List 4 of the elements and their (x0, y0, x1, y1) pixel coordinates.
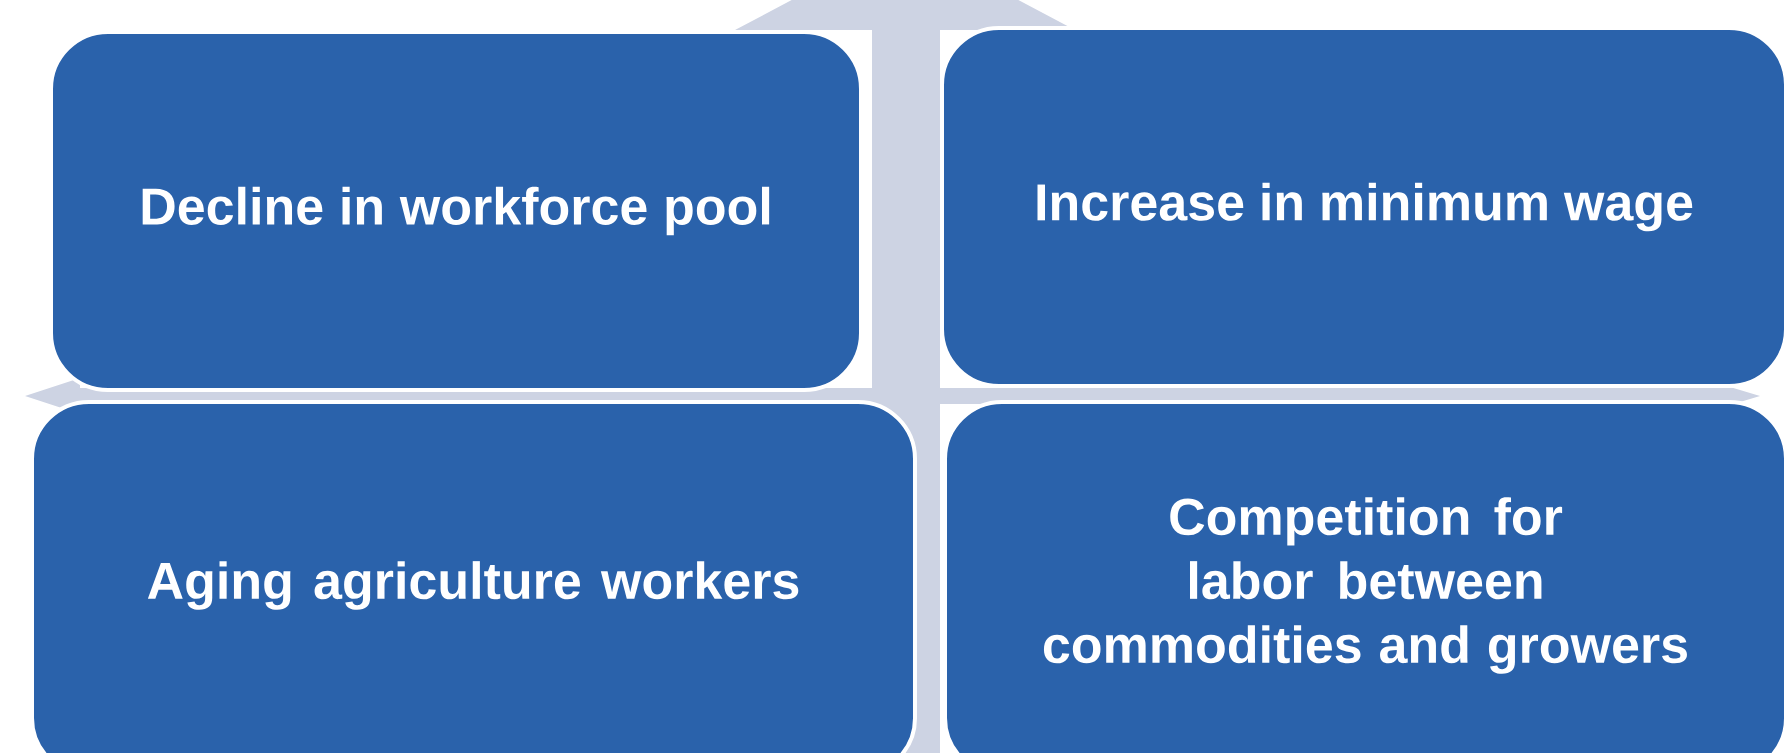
process-box: Competition for labor between commodities and growers (943, 400, 1788, 753)
process-box: Increase in minimum wage (940, 26, 1788, 388)
process-box: Aging agriculture workers (30, 400, 917, 753)
process-box: Decline in workforce pool (49, 30, 863, 392)
